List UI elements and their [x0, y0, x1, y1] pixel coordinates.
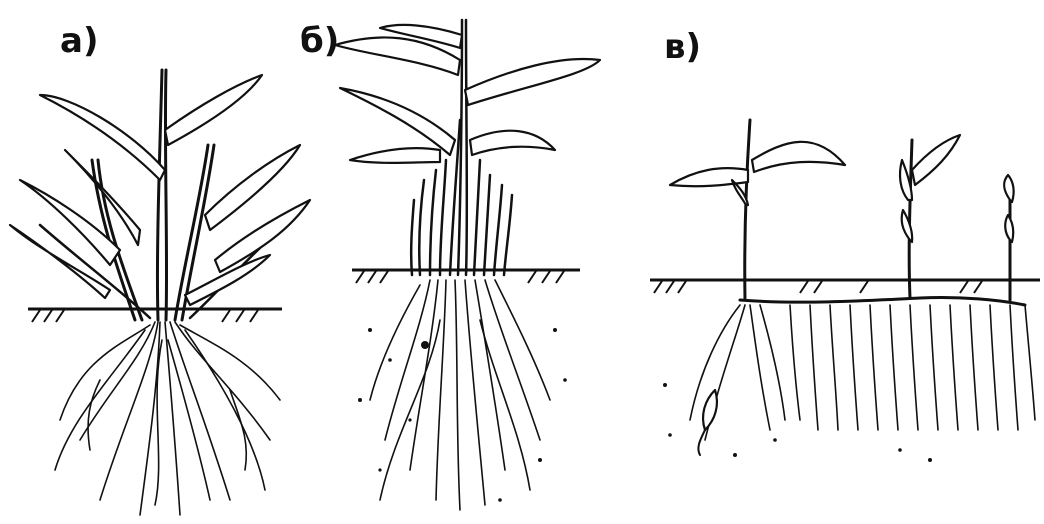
- panel-v-rhizome: [740, 297, 1025, 305]
- panel-a-roots: [55, 322, 280, 515]
- panel-v-shoot-main: [670, 120, 845, 300]
- panel-a-plant: [10, 70, 310, 515]
- panel-b-plant: [335, 20, 600, 510]
- panel-v-roots: [690, 305, 1035, 440]
- panel-a-ground: [28, 309, 282, 322]
- panel-v-underground-bud: [698, 390, 717, 455]
- panel-b-soil-dots: [358, 328, 567, 502]
- panel-v-plant: [650, 120, 1040, 462]
- panel-v-ground: [650, 280, 1040, 293]
- panel-b-roots: [370, 280, 550, 510]
- panel-v-shoot-middle: [900, 135, 960, 298]
